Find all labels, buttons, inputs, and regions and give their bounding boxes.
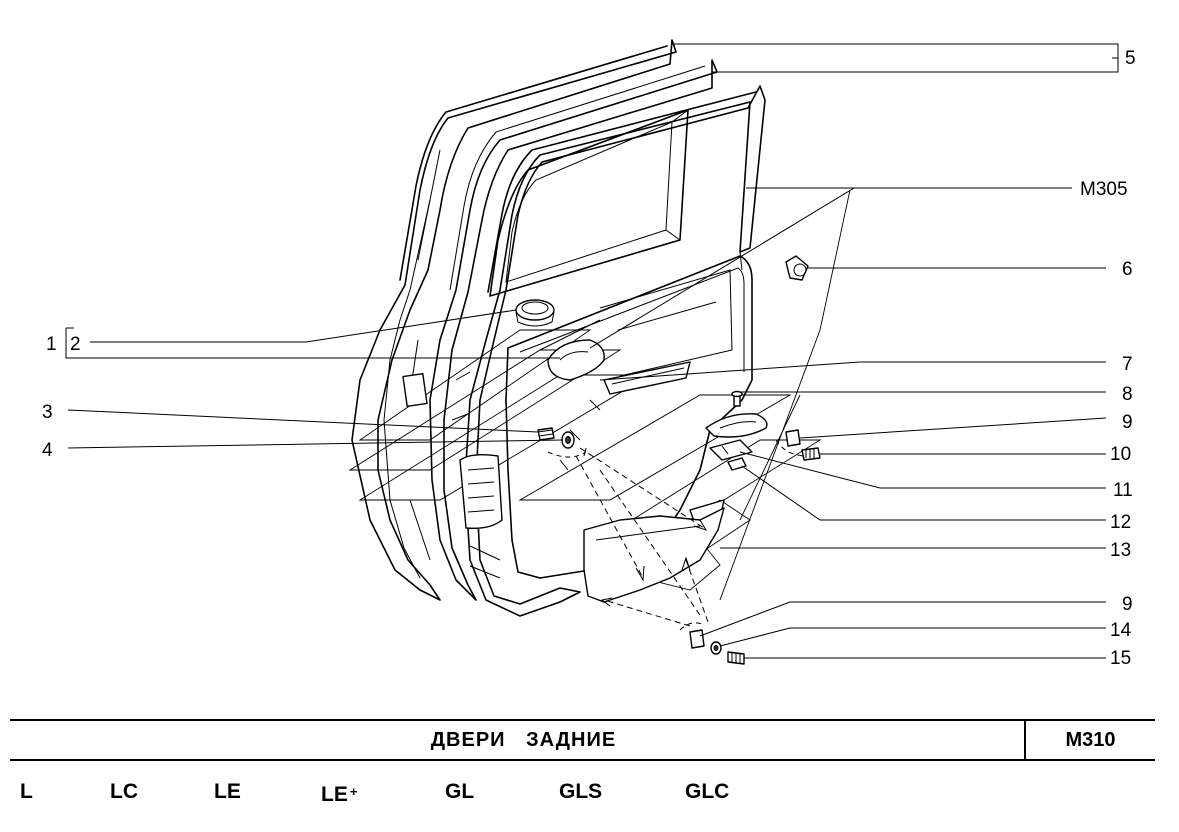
lock-knob <box>515 299 555 327</box>
nut-9-lower <box>689 629 705 649</box>
model-gls: GLS <box>559 780 603 803</box>
callout-6: 6 <box>1122 259 1133 280</box>
screw-8 <box>731 390 743 407</box>
callout-11: 11 <box>1113 480 1133 501</box>
callout-labels: 5 M305 6 1 2 7 3 8 9 4 10 11 12 13 9 14 … <box>42 48 1136 669</box>
clip-6 <box>785 255 809 281</box>
door-seal-frame <box>429 59 718 601</box>
assembly-arrows <box>575 447 709 627</box>
model-l: L <box>20 780 33 803</box>
model-list: L LC LE LE+ GL GLS GLC <box>0 778 1179 808</box>
callout-1: 1 <box>46 334 57 355</box>
parts-diagram: 5 M305 6 1 2 7 3 8 9 4 10 11 12 13 9 14 … <box>42 39 1136 669</box>
callout-13: 13 <box>1110 540 1131 561</box>
callout-10: 10 <box>1110 444 1131 465</box>
door-inner-frame <box>464 85 766 617</box>
model-le-plus-name: LE <box>321 783 348 806</box>
washer-4 <box>561 431 575 449</box>
model-le-plus-suffix: + <box>349 784 358 799</box>
escutcheon-8 <box>705 413 768 438</box>
model-le-plus: LE+ <box>321 778 357 809</box>
callout-9-upper: 9 <box>1122 412 1133 433</box>
callout-9-lower: 9 <box>1122 594 1133 615</box>
screw-3 <box>537 427 555 441</box>
door-outer-frame <box>351 39 677 601</box>
title-divider <box>1024 721 1026 759</box>
nut-12 <box>727 457 747 471</box>
screw-10 <box>801 447 821 461</box>
nut-9-upper <box>785 429 801 447</box>
bracket-11 <box>709 439 753 461</box>
callout-14: 14 <box>1110 620 1132 641</box>
lower-trim-cover <box>583 507 725 603</box>
title-block: ДВЕРИ ЗАДНИЕ M310 <box>10 719 1155 761</box>
callout-2: 2 <box>70 334 81 355</box>
callout-3: 3 <box>42 402 53 423</box>
callout-5: 5 <box>1125 48 1136 69</box>
screw-15 <box>727 651 745 665</box>
callout-8: 8 <box>1122 384 1133 405</box>
washer-14 <box>710 641 722 655</box>
section-code: M310 <box>1065 729 1116 751</box>
window-opening <box>489 109 689 297</box>
callout-m305: M305 <box>1080 179 1128 200</box>
leader-lines <box>65 43 1119 659</box>
callout-7: 7 <box>1122 354 1133 375</box>
model-glc: GLC <box>685 780 730 803</box>
callout-4: 4 <box>42 440 53 461</box>
model-le: LE <box>214 780 241 803</box>
callout-12: 12 <box>1110 512 1131 533</box>
model-lc: LC <box>110 780 138 803</box>
door-shell-panel <box>383 319 503 579</box>
model-gl: GL <box>445 780 475 803</box>
callout-15: 15 <box>1110 648 1131 669</box>
assembly-arcs <box>547 439 805 631</box>
page-title: ДВЕРИ ЗАДНИЕ <box>430 729 617 751</box>
